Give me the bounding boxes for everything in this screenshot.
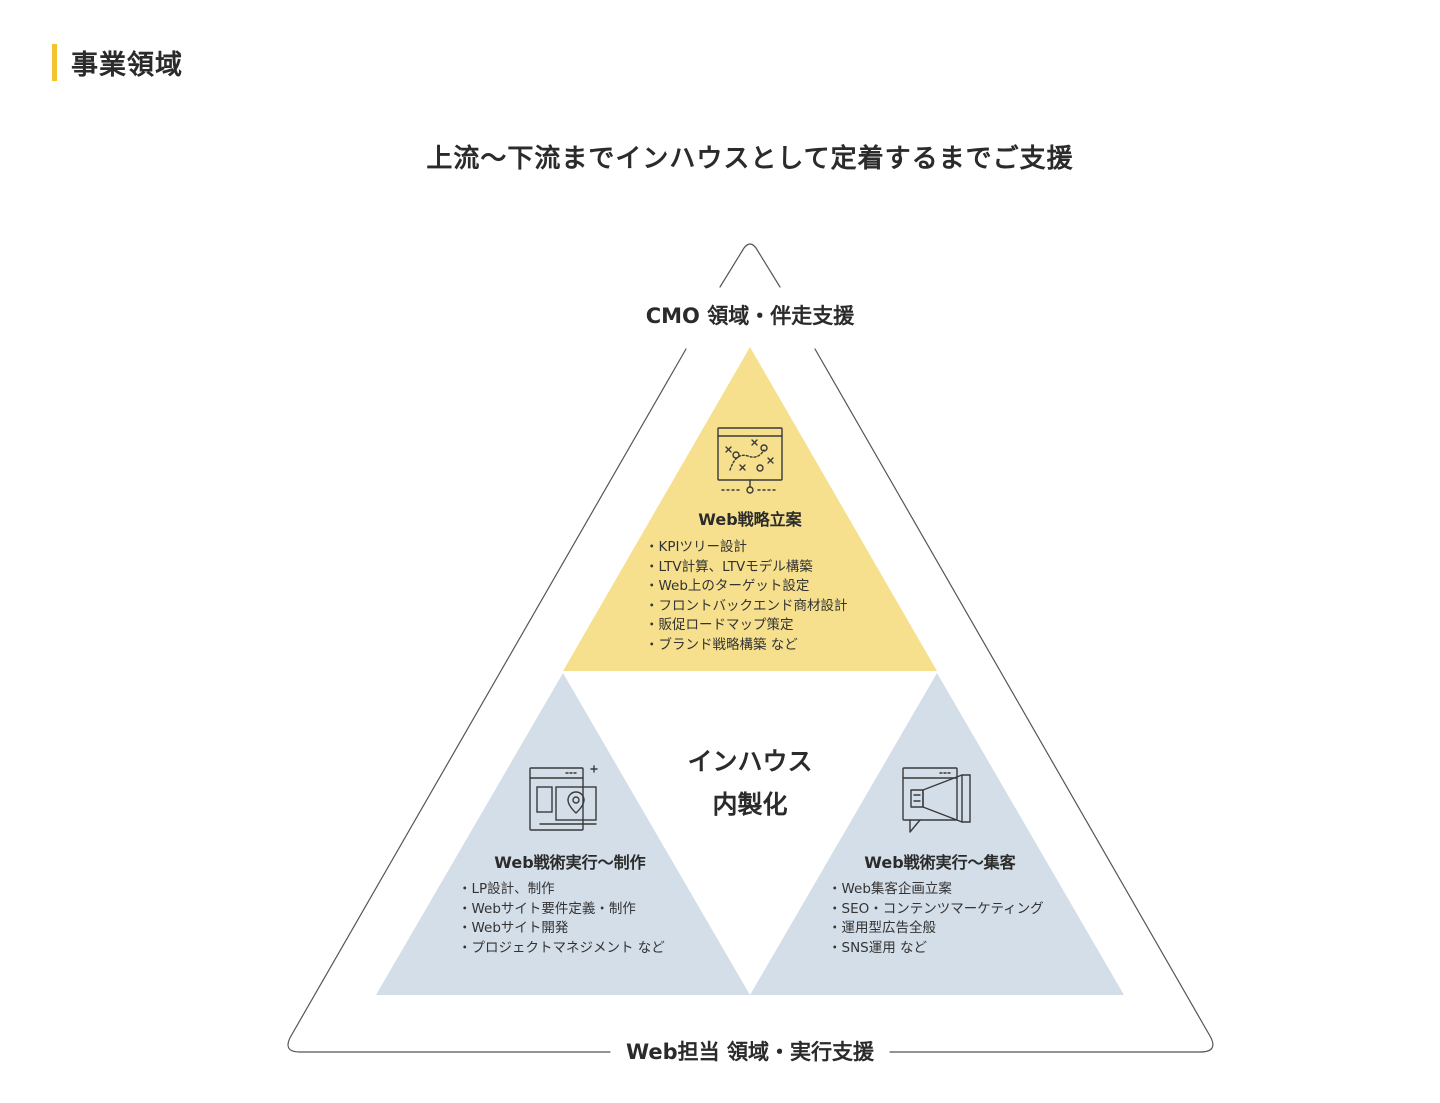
center-label-line1: インハウス — [687, 747, 813, 776]
list-item: Webサイト開発 — [458, 919, 665, 939]
list-item: フロントバックエンド商材設計 — [645, 597, 848, 617]
list-item: SNS運用 など — [828, 939, 1044, 959]
list-item: 運用型広告全般 — [828, 919, 1044, 939]
list-item: Web上のターゲット設定 — [645, 577, 848, 597]
outer-triangle-outline — [287, 243, 1214, 1053]
strategy-board-icon — [717, 427, 783, 494]
list-item: 販促ロードマップ策定 — [645, 616, 848, 636]
list-item: Web集客企画立案 — [828, 880, 1044, 900]
card-title-acquisition: Web戦術実行〜集客 — [864, 853, 1016, 872]
card-list-production: LP設計、制作 Webサイト要件定義・制作 Webサイト開発 プロジェクトマネジ… — [458, 880, 665, 958]
list-item: KPIツリー設計 — [645, 538, 848, 558]
center-label: インハウス 内製化 — [650, 740, 850, 826]
web-staff-domain-label: Web担当 領域・実行支援 — [625, 1040, 874, 1064]
center-label-line2: 内製化 — [712, 790, 788, 819]
cmo-domain-label: CMO 領域・伴走支援 — [645, 304, 855, 328]
list-item: LP設計、制作 — [458, 880, 665, 900]
web-design-location-icon — [529, 765, 598, 831]
list-item: プロジェクトマネジメント など — [458, 939, 665, 959]
section-title: 事業領域 — [71, 50, 183, 81]
section-header: 事業領域 — [52, 44, 183, 81]
list-item: SEO・コンテンツマーケティング — [828, 900, 1044, 920]
list-item: Webサイト要件定義・制作 — [458, 900, 665, 920]
card-list-strategy: KPIツリー設計 LTV計算、LTVモデル構築 Web上のターゲット設定 フロン… — [645, 538, 848, 656]
list-item: ブランド戦略構築 など — [645, 636, 848, 656]
card-title-strategy: Web戦略立案 — [698, 510, 802, 529]
card-list-acquisition: Web集客企画立案 SEO・コンテンツマーケティング 運用型広告全般 SNS運用… — [828, 880, 1044, 958]
headline: 上流〜下流までインハウスとして定着するまでご支援 — [426, 144, 1074, 174]
list-item: LTV計算、LTVモデル構築 — [645, 558, 848, 578]
card-title-production: Web戦術実行〜制作 — [494, 853, 646, 872]
web-megaphone-icon — [902, 767, 971, 833]
